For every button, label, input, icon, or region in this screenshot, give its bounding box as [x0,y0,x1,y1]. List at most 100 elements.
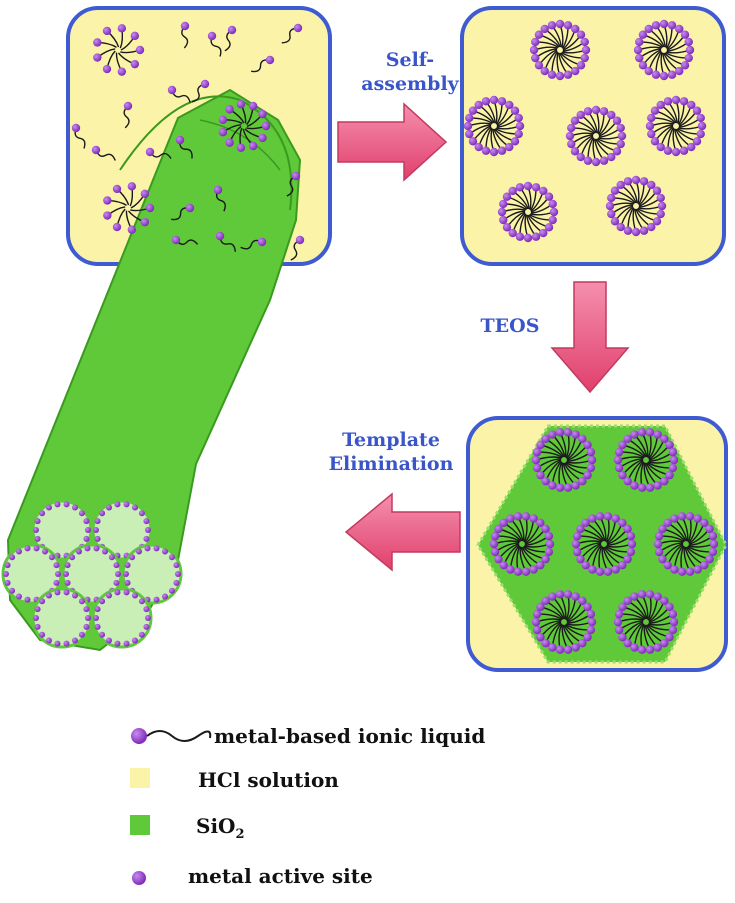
surfactant-head [536,632,545,642]
surfactant-head [534,30,544,39]
surfactant-head [103,211,112,220]
surfactant-head [555,19,565,29]
surfactant-head [510,106,520,115]
metal-active-site [93,615,99,621]
surfactant-head [547,21,557,30]
metal-active-site [46,504,52,511]
surfactant-head [630,643,639,652]
metal-active-site [85,615,91,621]
surfactant-head [145,203,155,213]
surfactant-head [563,645,573,654]
pore-cross-section [31,587,93,649]
metal-active-site [72,592,78,599]
surfactant-head [588,565,597,574]
surfactant-head [614,447,624,457]
label-template-line1: Template [342,429,440,451]
metal-active-site [143,623,150,630]
surfactant-head [618,632,627,642]
metal-active-site [16,593,22,600]
micelle-icon [531,428,597,492]
surfactant-head [502,223,512,232]
surfactant-head [623,524,632,534]
surfactant-molecule-icon [240,237,267,250]
metal-active-site [63,640,70,647]
metal-active-site [124,579,131,586]
surfactant-head [555,645,565,654]
metal-active-site [63,501,70,508]
metal-active-site [143,535,150,542]
surfactant-head [616,180,625,190]
surfactant-head [541,476,550,486]
surfactant-head [539,228,548,238]
metal-active-site [83,623,90,630]
surfactant-head [531,37,540,47]
legend-ionic-liquid-text: metal-based ionic liquid [214,724,486,748]
surfactant-head [607,209,616,219]
surfactant-head [225,105,234,114]
surfactant-head [506,565,515,574]
micelle-icon [218,100,271,152]
surfactant-head [576,30,586,39]
surfactant-molecule-icon [215,231,237,252]
metal-active-site [113,579,120,586]
surfactant-head [555,590,565,599]
surfactant-head [638,30,648,39]
surfactant-head [644,66,653,76]
metal-active-site [143,518,150,525]
metal-active-site [39,631,46,638]
surfactant-head [544,192,554,201]
surfactant-head [653,481,662,490]
metal-active-site [138,631,145,638]
metal-active-site [64,562,71,569]
surfactant-head [591,157,601,167]
surfactant-head [626,531,636,541]
surfactant-head [563,428,573,437]
surfactant-head [578,638,587,648]
metal-active-site [94,623,101,630]
surfactant-head [499,560,508,570]
surfactant-head [578,476,587,486]
surfactant-head [652,217,662,226]
surfactant-head [647,180,656,190]
surfactant-head [635,37,644,47]
surfactant-head [489,147,499,157]
surfactant-head [665,632,674,642]
metal-active-site [76,548,82,555]
surfactant-head [465,113,474,123]
metal-active-site [9,587,16,594]
surfactant-head [578,434,587,444]
surfactant-head [693,514,702,523]
surfactant-head [651,21,661,30]
metal-active-site [78,631,85,638]
surfactant-head [93,53,102,62]
metal-active-site [175,571,181,577]
surfactant-head [571,539,581,549]
surfactant-molecule-icon [180,21,190,49]
surfactant-head [618,602,627,612]
surfactant-head [668,625,678,635]
metal-active-site [106,504,112,511]
surfactant-head [581,560,590,570]
micelle-icon [613,590,679,654]
surfactant-head [697,121,707,131]
metal-active-site [34,535,41,542]
metal-active-site [136,548,142,555]
surfactant-head [616,222,625,232]
surfactant-head [497,146,507,155]
surfactant-head [635,53,644,63]
surfactant-head [660,434,669,444]
metal-active-site [138,510,145,517]
metal-active-site [34,518,41,525]
surfactant-head [494,524,503,534]
surfactant-head [680,61,690,70]
metal-active-site [83,518,90,525]
surfactant-head [685,45,695,55]
surfactant-head [623,177,633,186]
surfactant-head [627,539,637,549]
surfactant-head [581,45,591,55]
surfactant-head [654,547,664,557]
metal-active-site [33,527,39,533]
surfactant-head [539,186,548,196]
surfactant-head [599,156,609,165]
metal-active-site [93,545,100,552]
